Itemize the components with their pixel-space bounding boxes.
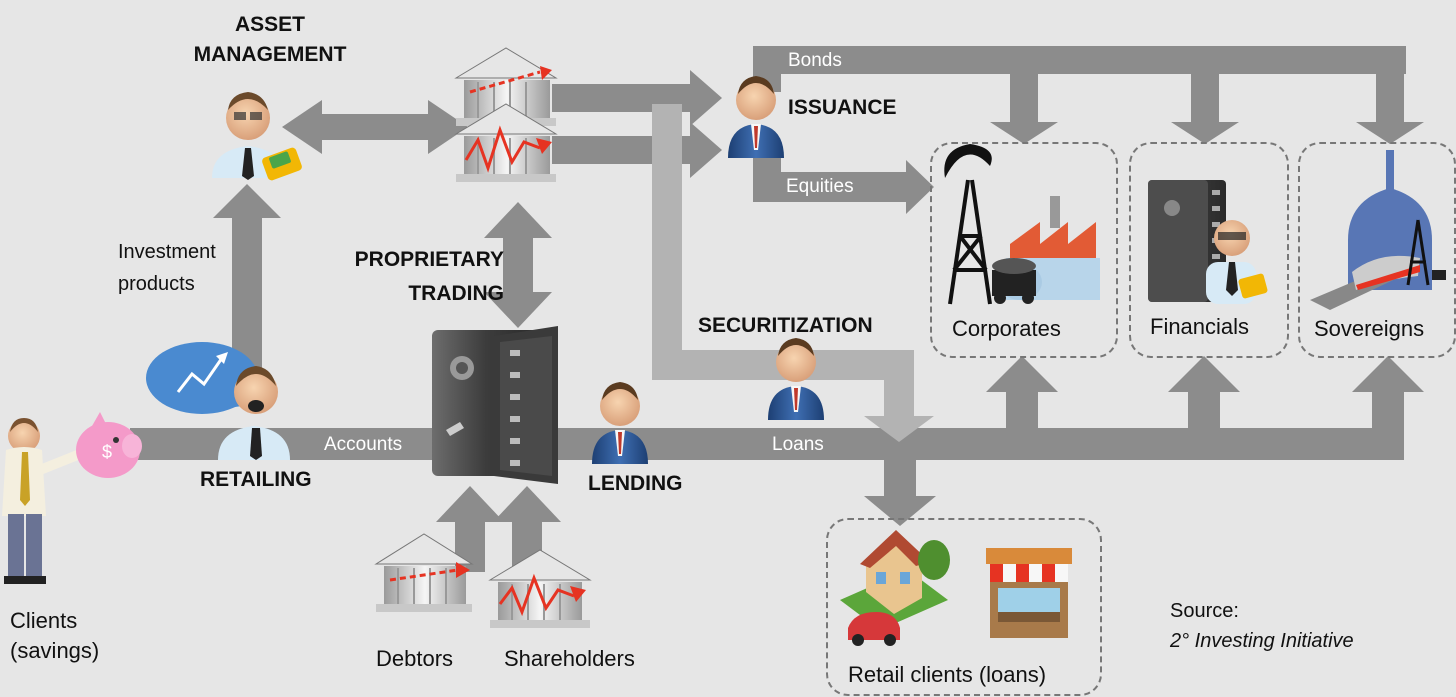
retail-clients-illustration xyxy=(840,530,1072,646)
securitization-banker-person xyxy=(768,338,824,420)
client-person: $ xyxy=(2,412,142,584)
sovereigns-box xyxy=(1298,142,1456,358)
issuance-label: ISSUANCE xyxy=(788,96,897,119)
source-name: 2° Investing Initiative xyxy=(1170,630,1354,652)
trading-bank-equities-icon xyxy=(454,103,558,182)
accounts-label: Accounts xyxy=(324,434,403,455)
equities-label: Equities xyxy=(786,176,854,197)
accounts-loans-band xyxy=(130,428,1386,460)
bonds-label: Bonds xyxy=(788,50,842,71)
asset-manager-person xyxy=(212,92,302,181)
bonds-band xyxy=(753,46,1406,74)
bank-vault-icon xyxy=(432,326,558,484)
lending-label: LENDING xyxy=(588,472,683,495)
securitization-label: SECURITIZATION xyxy=(698,314,873,337)
shareholders-label: Shareholders xyxy=(504,646,635,671)
debtors-bank-icon xyxy=(374,533,474,612)
source-label: Source: xyxy=(1170,600,1239,622)
financials-box xyxy=(1129,142,1289,358)
issuance-banker-person xyxy=(728,76,784,158)
sovereigns-illustration xyxy=(1310,150,1446,310)
debtors-label: Debtors xyxy=(376,646,454,671)
lending-banker-person xyxy=(592,382,648,464)
retail-clients-box xyxy=(826,518,1102,696)
financials-label: Financials xyxy=(1150,314,1250,339)
loans-label: Loans xyxy=(772,434,824,455)
investment-products-label: Investment products xyxy=(118,241,216,295)
asset-management-label: ASSET MANAGEMENT xyxy=(193,13,347,66)
sovereigns-label: Sovereigns xyxy=(1314,316,1425,341)
retailer-person xyxy=(146,342,290,460)
corporates-box xyxy=(930,142,1118,358)
corporates-illustration xyxy=(944,144,1100,305)
clients-label: Clients (savings) xyxy=(10,608,100,663)
proprietary-trading-label: PROPRIETARY TRADING xyxy=(354,248,504,305)
shareholders-bank-icon xyxy=(488,549,592,628)
svg-text:$: $ xyxy=(102,442,112,462)
retailing-label: RETAILING xyxy=(200,468,312,491)
corporates-label: Corporates xyxy=(952,316,1061,341)
retail-clients-label: Retail clients (loans) xyxy=(848,662,1047,687)
financials-illustration xyxy=(1148,180,1268,304)
